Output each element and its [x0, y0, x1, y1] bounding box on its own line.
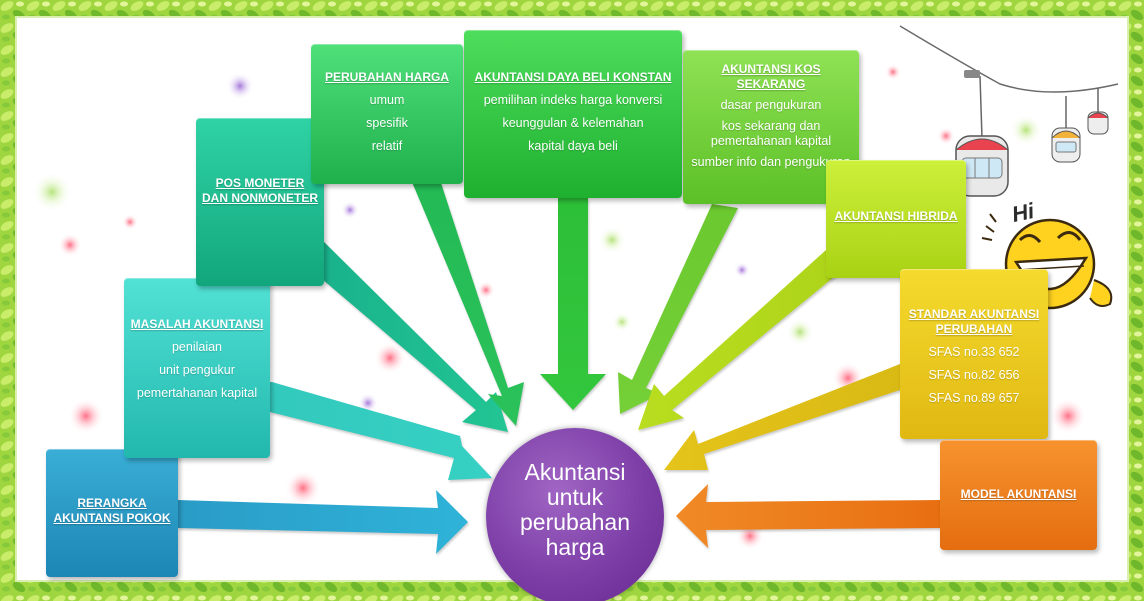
box-item: SFAS no.82 656: [928, 368, 1020, 382]
box-item: umum: [369, 93, 405, 107]
box-item: unit pengukur: [159, 363, 235, 377]
box-item: spesifik: [366, 116, 408, 130]
box-title: AKUNTANSI HIBRIDA: [834, 209, 958, 223]
box-title: MASALAH AKUNTANSI: [130, 317, 264, 331]
box-akuntansi-hibrida: AKUNTANSI HIBRIDA: [826, 160, 966, 278]
arrow-5: [540, 198, 606, 410]
box-title: STANDAR AKUNTANSI PERUBAHAN: [908, 307, 1040, 336]
box-rerangka-akuntansi-pokok: RERANGKA AKUNTANSI POKOK: [46, 449, 178, 577]
box-title: RERANGKA AKUNTANSI POKOK: [53, 496, 171, 525]
box-item: sumber info dan pengukuran: [691, 155, 851, 169]
box-item: relatif: [371, 139, 403, 153]
box-masalah-akuntansi: MASALAH AKUNTANSI penilaian unit penguku…: [124, 278, 270, 458]
arrow-7: [638, 250, 840, 430]
box-perubahan-harga: PERUBAHAN HARGA umum spesifik relatif: [311, 44, 463, 184]
center-topic-text: Akuntansi untuk perubahan harga: [520, 459, 630, 560]
box-item: SFAS no.89 657: [928, 391, 1020, 405]
box-title: MODEL AKUNTANSI: [960, 487, 1077, 501]
box-akuntansi-daya-beli-konstan: AKUNTANSI DAYA BELI KONSTAN pemilihan in…: [464, 30, 682, 198]
box-title: AKUNTANSI KOS SEKARANG: [721, 62, 821, 91]
box-item: SFAS no.33 652: [928, 345, 1020, 359]
box-item: pemilihan indeks harga konversi: [483, 93, 663, 107]
box-akuntansi-kos-sekarang: AKUNTANSI KOS SEKARANG dasar pengukuran …: [683, 50, 859, 204]
box-title: AKUNTANSI DAYA BELI KONSTAN: [474, 70, 672, 84]
arrow-1: [178, 490, 468, 554]
arrow-6: [618, 204, 738, 414]
box-title: POS MONETER DAN NONMONETER: [202, 176, 318, 205]
box-model-akuntansi: MODEL AKUNTANSI: [940, 440, 1097, 550]
connector-arrows: [178, 180, 940, 554]
box-item: kapital daya beli: [528, 139, 618, 153]
center-topic-circle: Akuntansi untuk perubahan harga: [486, 428, 664, 601]
box-item: penilaian: [171, 340, 223, 354]
box-item: keunggulan & kelemahan: [502, 116, 644, 130]
box-title: PERUBAHAN HARGA: [324, 70, 449, 84]
box-item: pemertahanan kapital: [136, 386, 258, 400]
arrow-4: [412, 180, 524, 426]
arrow-9: [676, 484, 940, 548]
arrow-3: [302, 240, 508, 432]
box-item: dasar pengukuran: [720, 98, 822, 112]
box-pos-moneter: POS MONETER DAN NONMONETER: [196, 118, 324, 286]
box-item: kos sekarang dan pemertahanan kapital: [710, 119, 832, 148]
arrow-2: [270, 382, 492, 480]
arrow-8: [664, 364, 900, 470]
box-standar-akuntansi-perubahan: STANDAR AKUNTANSI PERUBAHAN SFAS no.33 6…: [900, 269, 1048, 439]
